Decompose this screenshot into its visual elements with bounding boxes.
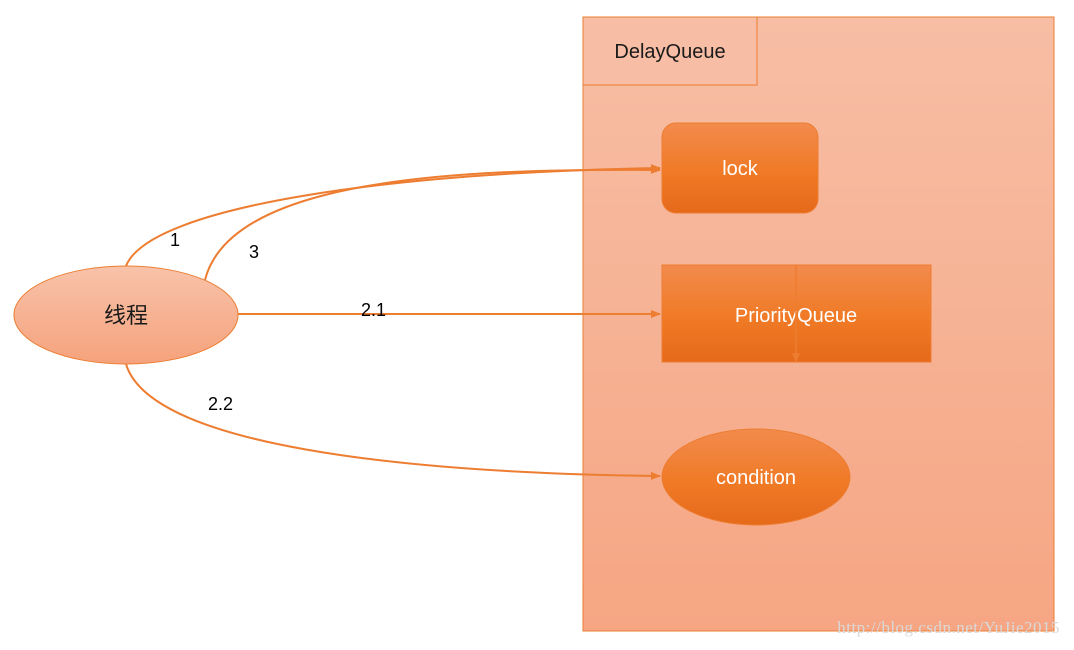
delayqueue-title: DelayQueue: [614, 41, 725, 63]
step-2-2-label: 2.2: [208, 394, 233, 414]
step-2-1-label: 2.1: [361, 300, 386, 320]
edge-step-2-2: [125, 363, 661, 480]
lock-label: lock: [722, 158, 759, 180]
watermark: http://blog.csdn.net/YuJie2015: [837, 618, 1060, 637]
edge-step-3: [204, 165, 661, 281]
step-1-label: 1: [170, 230, 180, 250]
thread-label: 线程: [104, 303, 148, 328]
delayqueue-title-box: [582, 16, 758, 86]
step-3-label: 3: [249, 242, 259, 262]
condition-node: [661, 428, 851, 526]
condition-label: condition: [716, 467, 796, 489]
lock-node: [661, 122, 819, 214]
